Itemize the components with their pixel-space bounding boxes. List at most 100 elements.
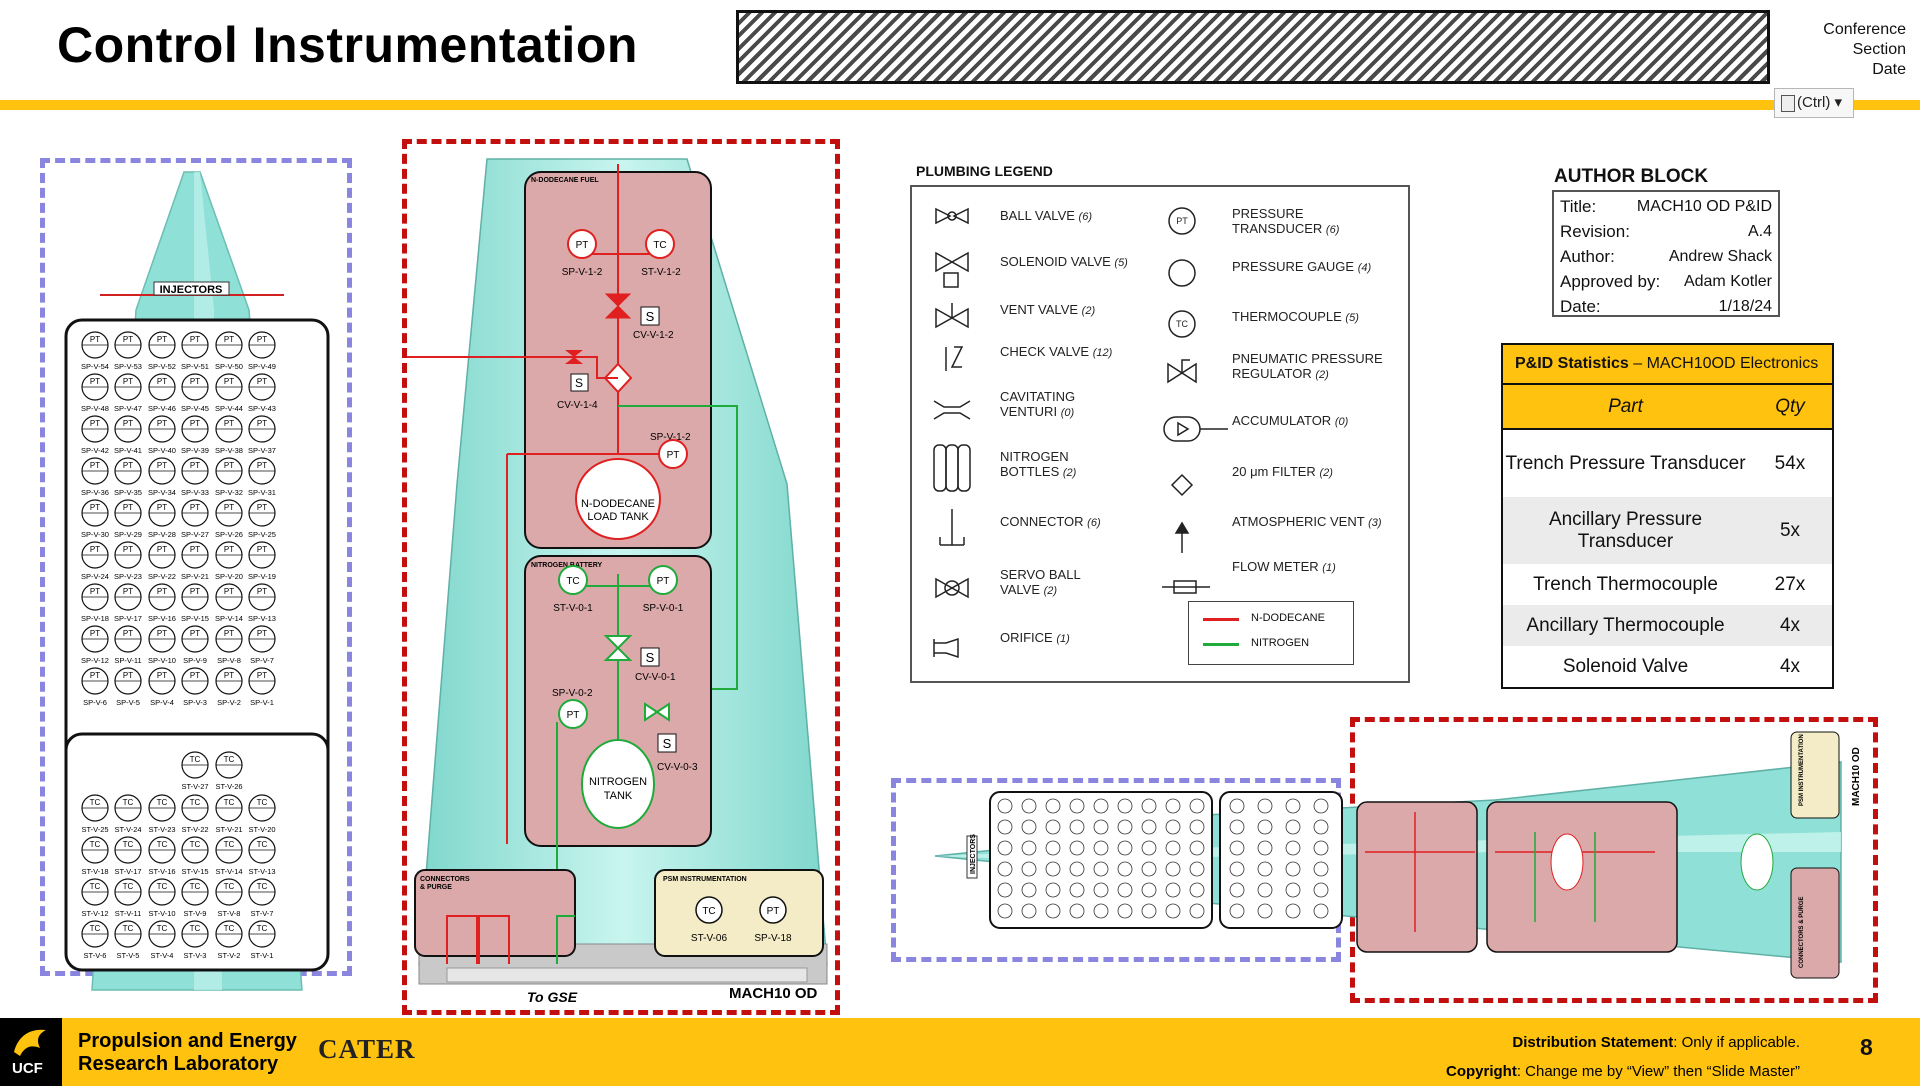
mini-sensor-icon	[1117, 840, 1133, 856]
lab-name: Propulsion and Energy Research Laborator…	[78, 1030, 297, 1076]
distribution-line: Distribution Statement: Only if applicab…	[1512, 1034, 1800, 1051]
trench-pt-label: SP-V-37	[248, 446, 276, 455]
col-part: Part	[1608, 395, 1643, 417]
orifice-icon	[933, 637, 959, 659]
trench-pt-label: SP-V-44	[215, 404, 243, 413]
trench-pt-label: SP-V-46	[148, 404, 176, 413]
trench-pt-label: SP-V-30	[81, 530, 109, 539]
mini-sensor-icon	[1093, 798, 1109, 814]
ucf-logo	[0, 1018, 62, 1086]
mini-sensor-icon	[1021, 840, 1037, 856]
venturi-icon	[933, 400, 971, 420]
connectors-label-2: & PURGE	[420, 884, 452, 891]
connectors-label-1: CONNECTORS	[420, 876, 470, 883]
mini-sensor-icon	[1141, 861, 1157, 877]
mini-sensor-icon	[1021, 903, 1037, 919]
footer-bar	[0, 1018, 1920, 1086]
tc-glyph: TC	[90, 924, 101, 933]
mini-sensor-icon	[1229, 861, 1245, 877]
trench-tc-label: ST-V-15	[181, 867, 208, 876]
trench-pt-label: SP-V-32	[215, 488, 243, 497]
mini-sensor-icon	[1313, 798, 1329, 814]
pid-statistics-table: P&ID Statistics – MACH10OD Electronics P…	[1501, 343, 1834, 689]
mini-sensor-icon	[1021, 882, 1037, 898]
engine-model-label: MACH10 OD	[729, 985, 818, 1002]
mini-sensor-icon	[1045, 882, 1061, 898]
mini-sensor-icon	[997, 882, 1013, 898]
solenoid-glyph-4: S	[663, 736, 672, 751]
trench-pt-label: SP-V-26	[215, 530, 243, 539]
mini-sensor-icon	[1165, 798, 1181, 814]
legend-item-venturi: CAVITATING VENTURI (0)	[1000, 389, 1076, 419]
date-line: Date	[1872, 61, 1906, 78]
tc-glyph: TC	[123, 882, 134, 891]
pt-glyph: PT	[224, 545, 234, 554]
pt-glyph: PT	[157, 545, 167, 554]
mini-sensor-icon	[1285, 882, 1301, 898]
mini-sensor-icon	[1229, 903, 1245, 919]
pt-glyph: PT	[224, 419, 234, 428]
mini-sensor-icon	[1141, 903, 1157, 919]
pt-glyph: PT	[190, 377, 200, 386]
page-number: 8	[1860, 1034, 1873, 1060]
tc-glyph: TC	[157, 882, 168, 891]
stats-table-title: P&ID Statistics – MACH10OD Electronics	[1503, 345, 1832, 385]
mini-sensor-icon	[1093, 840, 1109, 856]
pressure-regulator-icon	[1167, 359, 1197, 384]
mini-sensor-icon	[1165, 840, 1181, 856]
tc-glyph: TC	[257, 924, 268, 933]
vent-valve-icon	[935, 303, 969, 329]
solenoid-glyph: S	[646, 309, 655, 324]
legend-title: PLUMBING LEGEND	[916, 163, 1053, 179]
mini-sensor-icon	[1165, 882, 1181, 898]
mini-sensor-icon	[1285, 861, 1301, 877]
trench-tc-label: ST-V-4	[151, 951, 174, 960]
trench-pt-label: SP-V-45	[181, 404, 209, 413]
sp-v-0-2-label: SP-V-0-2	[552, 688, 593, 699]
trench-tc-label: ST-V-3	[184, 951, 207, 960]
paste-options-button[interactable]: (Ctrl) ▾	[1774, 88, 1854, 118]
author-row-author: Author:Andrew Shack	[1560, 247, 1772, 266]
pt-glyph: PT	[257, 671, 267, 680]
mini-sensor-icon	[1189, 903, 1205, 919]
mini-sensor-icon	[1069, 903, 1085, 919]
page-title: Control Instrumentation	[57, 17, 638, 73]
mini-sensor-icon	[1141, 819, 1157, 835]
trench-pt-label: SP-V-28	[148, 530, 176, 539]
mini-sensor-icon	[1117, 903, 1133, 919]
trench-pt-label: SP-V-16	[148, 614, 176, 623]
mini-sensor-icon	[1021, 819, 1037, 835]
trench-pt-label: SP-V-29	[114, 530, 142, 539]
pt-glyph: PT	[576, 240, 589, 251]
pt-glyph: PT	[157, 671, 167, 680]
tc-glyph: TC	[224, 755, 235, 764]
tc-glyph: TC	[190, 840, 201, 849]
tc-glyph: TC	[257, 882, 268, 891]
mini-sensor-icon	[1313, 861, 1329, 877]
author-row-approved: Approved by:Adam Kotler	[1560, 272, 1772, 291]
trench-pt-label: SP-V-36	[81, 488, 109, 497]
mini-sensor-icon	[1313, 840, 1329, 856]
trench-pt-label: SP-V-2	[217, 698, 241, 707]
ball-valve-icon	[935, 207, 969, 225]
ucf-logo-text: UCF	[12, 1060, 43, 1077]
mini-sensor-icon	[997, 798, 1013, 814]
mini-sensor-icon	[1141, 882, 1157, 898]
mini-sensor-icon	[1285, 840, 1301, 856]
pt-glyph: PT	[224, 671, 234, 680]
solenoid-valve-icon	[935, 251, 969, 288]
trench-pt-label: SP-V-40	[148, 446, 176, 455]
trench-pt-label: SP-V-14	[215, 614, 243, 623]
thermocouple-icon	[1168, 310, 1196, 338]
pt-glyph: PT	[157, 335, 167, 344]
plumbing-legend: BALL VALVE (6) SOLENOID VALVE (5) VENT V…	[910, 185, 1410, 683]
trench-pt-label: SP-V-41	[114, 446, 142, 455]
pt-glyph: PT	[257, 587, 267, 596]
tc-glyph: TC	[123, 924, 134, 933]
n2-tank-line1: NITROGEN	[589, 776, 647, 788]
trench-pt-label: SP-V-9	[183, 656, 207, 665]
accumulator-icon	[1163, 416, 1228, 442]
legend-item-vent-valve: VENT VALVE (2)	[1000, 302, 1096, 317]
legend-item-ball-valve: BALL VALVE (6)	[1000, 208, 1092, 223]
